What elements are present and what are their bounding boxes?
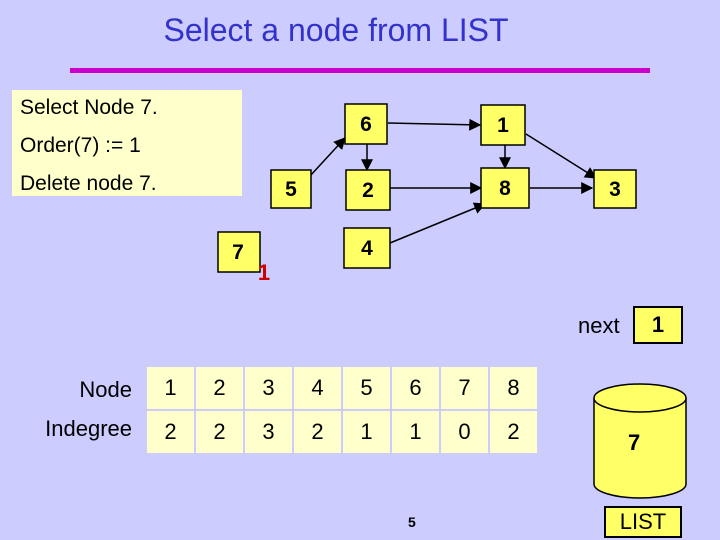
info-line-select: Select Node 7. [20,96,158,119]
table-cell: 4 [293,366,342,410]
node-6[interactable] [344,103,388,145]
graph-edges [309,118,598,244]
node-label: 1 [497,114,509,137]
table-row: 1 2 3 4 5 6 7 8 [146,366,538,410]
cylinder-body [593,398,687,499]
page-number: 5 [408,514,416,530]
node-label: 6 [360,113,372,136]
next-value-box: 1 [633,306,683,344]
table-cell: 5 [342,366,391,410]
node-1[interactable] [480,104,526,146]
node-label: 8 [499,177,511,200]
node-5[interactable] [270,169,312,209]
order-label: 1 [258,260,270,285]
table-cell: 6 [391,366,440,410]
table-cell: 2 [293,410,342,454]
info-line-order: Order(7) := 1 [20,134,141,157]
table-cell: 0 [440,410,489,454]
table-cell: 7 [440,366,489,410]
indegree-table: 1 2 3 4 5 6 7 8 2 2 3 2 1 1 0 2 [146,366,538,454]
node-7[interactable] [217,231,261,273]
edge-6-1 [387,118,482,131]
list-label: LIST [604,506,682,538]
node-8[interactable] [480,167,530,209]
table-cell: 1 [146,366,195,410]
graph-diagram: 6 1 5 2 8 3 7 4 1 [217,103,637,285]
table-cell: 1 [391,410,440,454]
table-cell: 2 [146,410,195,454]
title-underline [70,68,650,73]
cylinder-top [593,383,687,413]
slide-title: Select a node from LIST [163,12,509,48]
table-cell: 1 [342,410,391,454]
list-content: 7 [628,430,641,455]
node-3[interactable] [593,169,637,209]
node-label: 7 [232,241,244,264]
table-cell: 2 [195,410,244,454]
table-cell: 3 [244,410,293,454]
edge-1-3 [525,133,598,179]
table-cell: 2 [489,410,538,454]
node-label: 5 [285,178,297,201]
table-cell: 8 [489,366,538,410]
info-box: Select Node 7. Order(7) := 1 Delete node… [12,90,242,196]
node-4[interactable] [343,227,391,269]
table-cell: 2 [195,366,244,410]
node-row-label: Node [79,377,132,402]
edge-4-8 [389,202,487,244]
table-cell: 3 [244,366,293,410]
info-line-delete: Delete node 7. [20,172,157,195]
node-label: 3 [609,178,621,201]
list-cylinder [593,383,687,499]
next-label: next [578,313,620,338]
table-row: 2 2 3 2 1 1 0 2 [146,410,538,454]
node-label: 4 [361,237,373,260]
node-2[interactable] [345,169,391,211]
edge-5-6 [309,137,346,177]
node-label: 2 [362,179,374,202]
indegree-row-label: Indegree [45,416,132,441]
